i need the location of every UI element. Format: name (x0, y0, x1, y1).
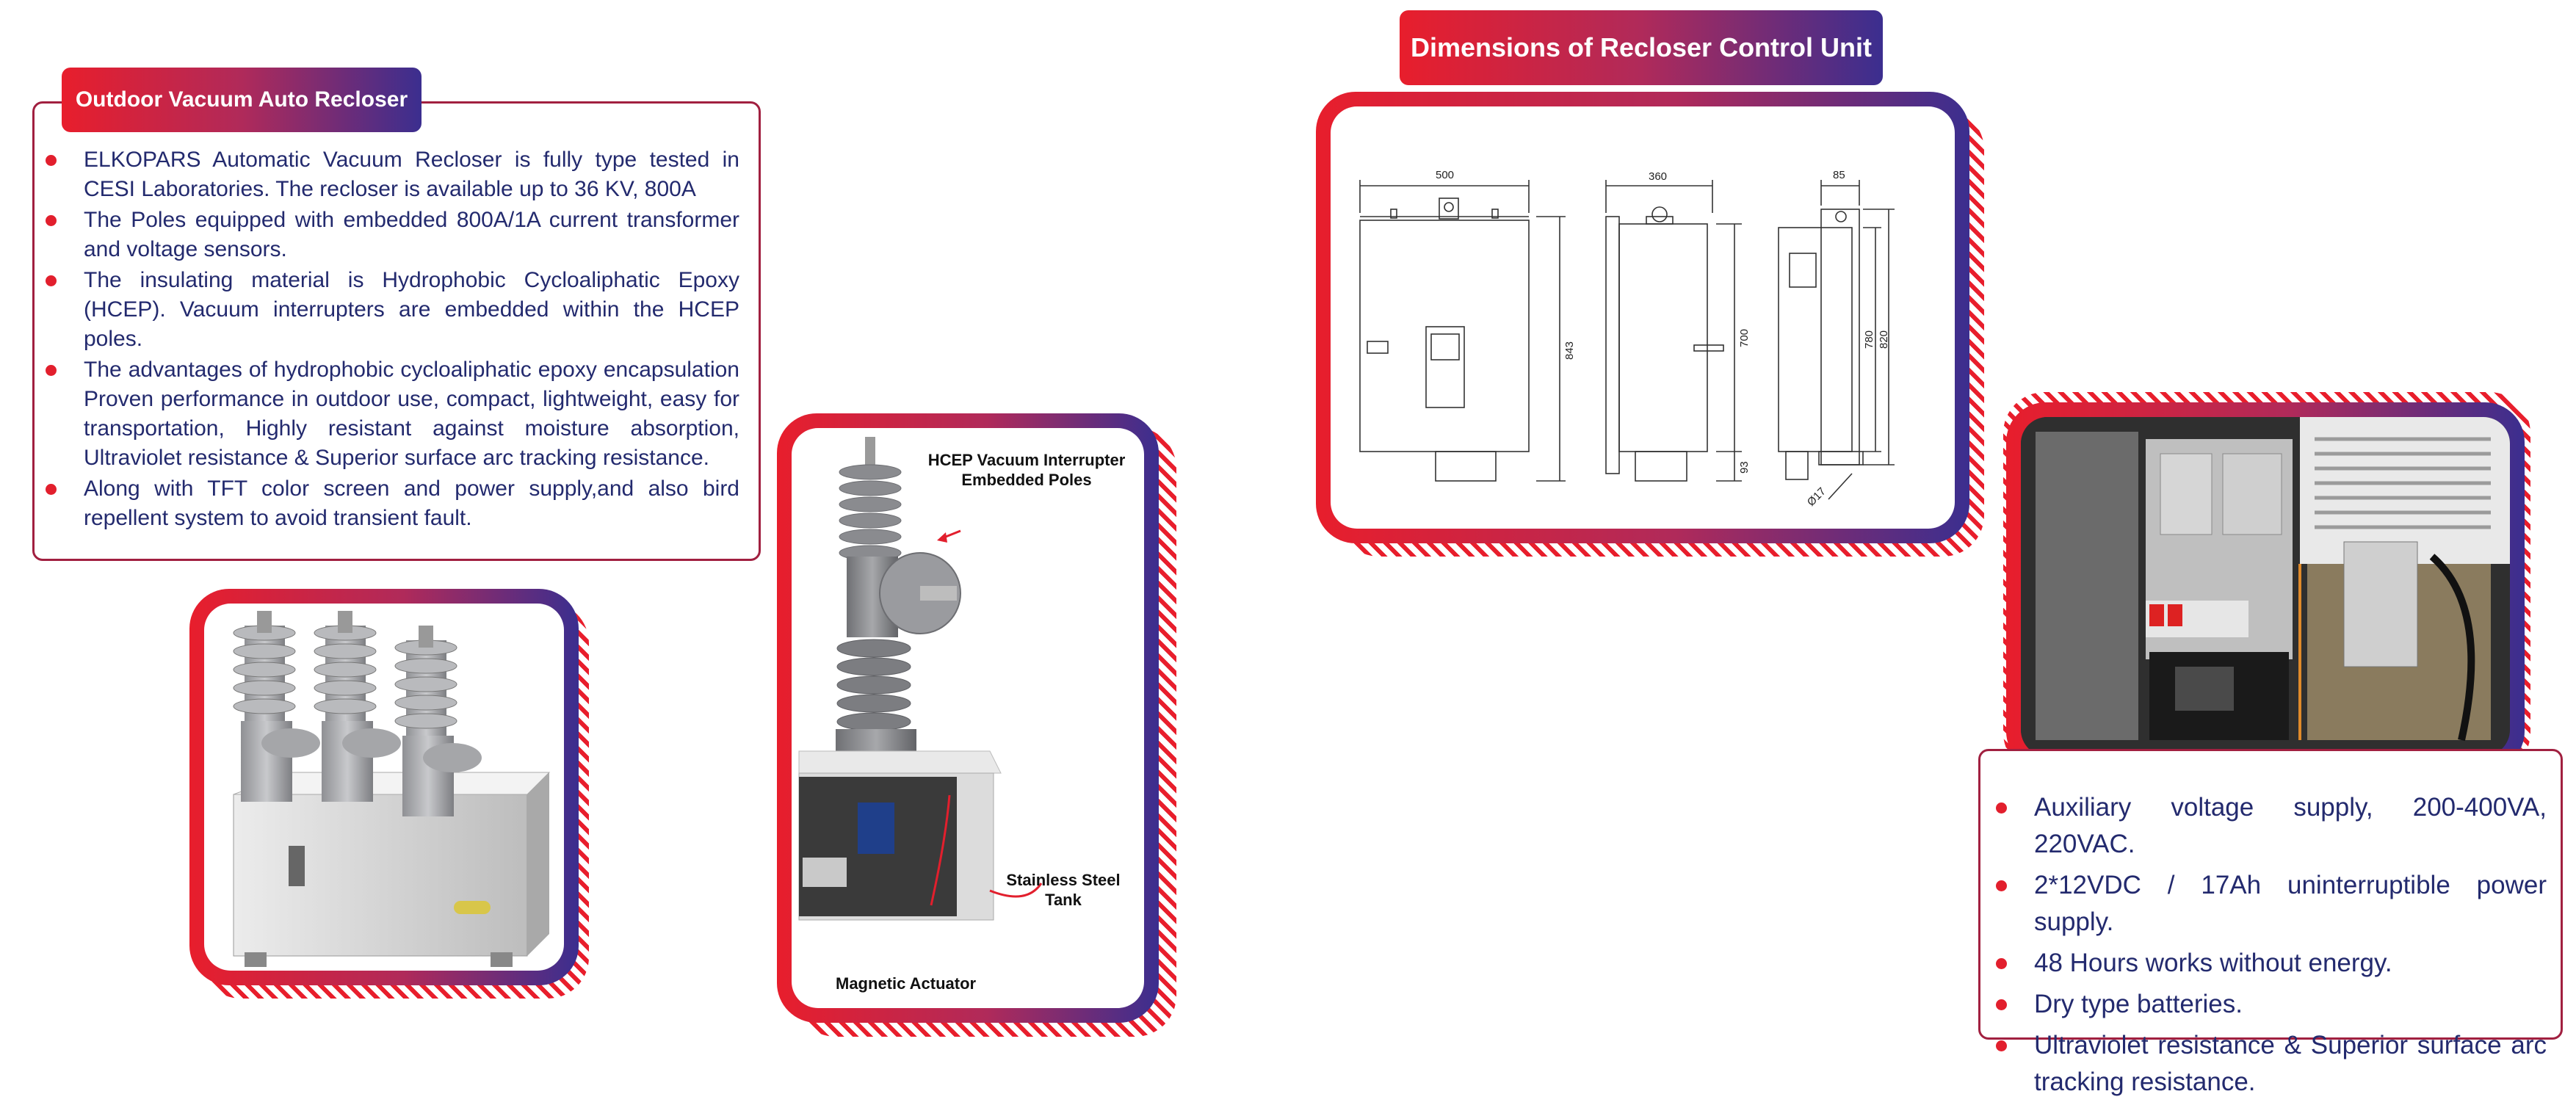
three-pole-recloser-illustration (233, 611, 551, 967)
cabinet-photo-frame (2006, 402, 2525, 771)
right-bullet-item: Ultraviolet resistance & Superior surfac… (1989, 1027, 2547, 1101)
recloser-photo-frame (189, 589, 579, 985)
dim-front-width: 500 (1436, 169, 1454, 181)
dim-rear-height-inner: 780 (1863, 330, 1875, 349)
left-title-text: Outdoor Vacuum Auto Recloser (75, 87, 408, 112)
dimensions-frame: 500 360 85 843 700 93 780 820 Ø17 (1316, 92, 1969, 543)
right-bullet-item: 48 Hours works without energy. (1989, 945, 2547, 982)
dim-rear-height-outer: 820 (1878, 330, 1890, 349)
left-section-title: Outdoor Vacuum Auto Recloser (62, 68, 422, 132)
left-bullet-item: Along with TFT color screen and power su… (38, 474, 739, 533)
dimension-drawing: 500 360 85 843 700 93 780 820 Ø17 (1359, 169, 1895, 509)
left-text-box (32, 101, 761, 561)
pole-photo-frame: HCEP Vacuum Interrupter Embedded Poles S… (777, 413, 1159, 1023)
cabinet-photo (2021, 417, 2510, 756)
dim-rear-diameter: Ø17 (1805, 485, 1828, 509)
right-bullet-item: Auxiliary voltage supply, 200-400VA, 220… (1989, 789, 2547, 863)
right-bullet-item: Dry type batteries. (1989, 986, 2547, 1023)
recloser-photo (204, 604, 564, 971)
dim-side-height: 700 (1738, 329, 1751, 347)
left-bullet-item: The Poles equipped with embedded 800A/1A… (38, 206, 739, 264)
pole-photo: HCEP Vacuum Interrupter Embedded Poles S… (792, 428, 1144, 1008)
left-bullet-item: The advantages of hydrophobic cycloaliph… (38, 355, 739, 473)
dimensions-title-text: Dimensions of Recloser Control Unit (1410, 32, 1873, 62)
control-cabinet-illustration (2021, 417, 2510, 756)
right-bullet-list: Auxiliary voltage supply, 200-400VA, 220… (1989, 789, 2547, 1105)
right-bullet-item: 2*12VDC / 17Ah uninterruptible power sup… (1989, 867, 2547, 941)
label-hcep-poles: HCEP Vacuum Interrupter Embedded Poles (927, 451, 1126, 489)
dim-front-height: 843 (1563, 341, 1576, 360)
left-bullet-list: ELKOPARS Automatic Vacuum Recloser is fu… (38, 145, 739, 535)
label-magnetic-actuator: Magnetic Actuator (836, 974, 977, 993)
dim-side-bottom: 93 (1738, 461, 1751, 474)
dim-rear-width: 85 (1833, 169, 1845, 181)
label-stainless-tank: Stainless Steel Tank (1006, 871, 1121, 909)
dim-side-width: 360 (1649, 170, 1667, 183)
left-bullet-item: The insulating material is Hydrophobic C… (38, 266, 739, 354)
dimensions-drawing-panel: 500 360 85 843 700 93 780 820 Ø17 (1331, 106, 1955, 529)
dimensions-section-title: Dimensions of Recloser Control Unit (1400, 10, 1883, 85)
right-text-box (1978, 749, 2563, 1040)
single-pole-illustration (798, 437, 1043, 921)
left-bullet-item: ELKOPARS Automatic Vacuum Recloser is fu… (38, 145, 739, 204)
